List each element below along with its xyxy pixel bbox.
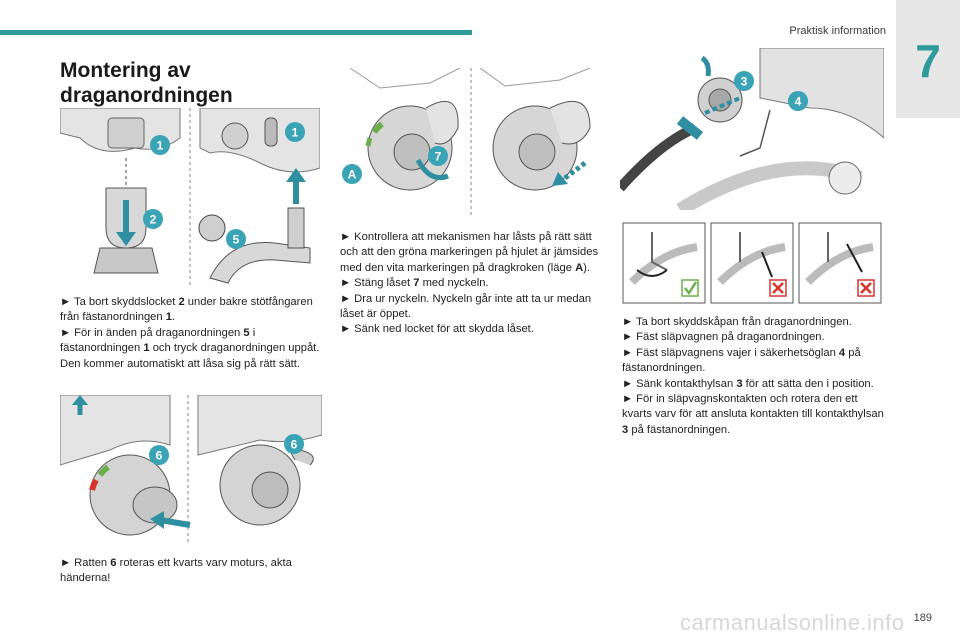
bold-reference: 1 bbox=[143, 342, 150, 355]
text-run: ► Ta bort skyddslocket bbox=[60, 296, 179, 308]
callout-badge-7: 7 bbox=[428, 146, 448, 166]
variant-wrong-2 bbox=[798, 222, 882, 304]
paragraph: ► Ratten 6 roteras ett kvarts varv motur… bbox=[60, 556, 322, 587]
text-run: och tryck draganordningen uppåt. Den kom… bbox=[60, 342, 320, 370]
text-run: ► För in änden på draganordningen bbox=[60, 326, 244, 339]
text-run: ► Ratten bbox=[60, 557, 111, 569]
text-run: . bbox=[171, 311, 176, 324]
paragraph: ► Sänk ned locket för att skydda låset. bbox=[340, 322, 602, 337]
figure-remove-cap-insert-hook bbox=[60, 108, 320, 288]
text-run: ► För in släpvagnskontakten och rotera d… bbox=[622, 393, 884, 421]
text-run: för att sätta den i position. bbox=[742, 377, 874, 390]
svg-text:2: 2 bbox=[150, 213, 157, 227]
text-run: ► Ta bort skyddskåpan från draganordning… bbox=[622, 316, 852, 328]
paragraph: ► Stäng låset 7 med nyckeln. bbox=[340, 276, 602, 291]
chapter-tab bbox=[896, 0, 960, 118]
bold-reference: 7 bbox=[413, 277, 420, 290]
paragraph: ► Kontrollera att mekanismen har låsts p… bbox=[340, 230, 602, 276]
svg-text:1: 1 bbox=[292, 126, 299, 140]
chapter-number: 7 bbox=[915, 35, 941, 87]
figure-lock-mechanism bbox=[340, 68, 602, 218]
text-run: i fästanordningen bbox=[60, 326, 256, 355]
svg-text:4: 4 bbox=[795, 95, 802, 109]
text-run: ). bbox=[583, 261, 591, 274]
bold-reference: 6 bbox=[110, 557, 117, 569]
bold-reference: 2 bbox=[178, 296, 185, 308]
bold-reference: 3 bbox=[736, 377, 743, 390]
text-run: ► Sänk ned locket för att skydda låset. bbox=[340, 323, 534, 336]
callout-badge-5: 5 bbox=[226, 229, 246, 249]
bold-reference: A bbox=[575, 261, 584, 274]
instructions-step-3: ► Kontrollera att mekanismen har låsts p… bbox=[340, 230, 602, 338]
bold-reference: 4 bbox=[838, 346, 846, 359]
text-run: under bakre stötfångaren från fästanordn… bbox=[60, 296, 313, 324]
instructions-step-2: ► Ratten 6 roteras ett kvarts varv motur… bbox=[60, 556, 322, 587]
svg-text:7: 7 bbox=[435, 150, 442, 164]
paragraph: ► Dra ur nyckeln. Nyckeln går inte att t… bbox=[340, 292, 602, 323]
text-run: ► Dra ur nyckeln. Nyckeln går inte att t… bbox=[340, 292, 592, 321]
callout-badge-6: 6 bbox=[149, 445, 169, 465]
callout-badge-A: A bbox=[342, 164, 362, 184]
figure-wire-attachment-variants bbox=[622, 222, 882, 304]
text-run: ► Stäng låset bbox=[340, 277, 414, 290]
paragraph: ► Ta bort skyddskåpan från draganordning… bbox=[622, 315, 886, 330]
callout-badge-3: 3 bbox=[734, 71, 754, 91]
paragraph: ► Fäst släpvagnen på draganordningen. bbox=[622, 330, 886, 345]
bold-reference: 1 bbox=[165, 311, 172, 324]
paragraph: ► För in änden på draganordningen 5 i fä… bbox=[60, 326, 322, 372]
instructions-step-4: ► Ta bort skyddskåpan från draganordning… bbox=[622, 315, 886, 438]
text-run: på fästanordningen. bbox=[628, 423, 731, 436]
svg-text:1: 1 bbox=[157, 139, 164, 153]
paragraph: ► För in släpvagnskontakten och rotera d… bbox=[622, 392, 886, 438]
variant-correct bbox=[622, 222, 706, 304]
text-run: roteras ett kvarts varv moturs, akta hän… bbox=[60, 557, 292, 585]
callout-badge-6-right: 6 bbox=[284, 434, 304, 454]
callout-badge-1-right: 1 bbox=[285, 122, 305, 142]
svg-text:3: 3 bbox=[741, 75, 748, 89]
bold-reference: 5 bbox=[243, 326, 250, 339]
text-run: ► Fäst släpvagnens vajer i säkerhetsögla… bbox=[622, 346, 839, 359]
callout-badge-2: 2 bbox=[143, 209, 163, 229]
instructions-step-1: ► Ta bort skyddslocket 2 under bakre stö… bbox=[60, 295, 322, 372]
section-title: Praktisk information bbox=[789, 25, 886, 37]
text-run: ► Sänk kontakthylsan bbox=[622, 377, 737, 390]
callout-badge-4: 4 bbox=[788, 91, 808, 111]
text-run: ► Kontrollera att mekanismen har låsts p… bbox=[340, 231, 599, 274]
page-heading: Montering av draganordningen bbox=[60, 59, 233, 107]
figure-rotate-knob bbox=[60, 395, 322, 545]
variant-wrong-1 bbox=[710, 222, 794, 304]
text-run: på fästanordningen. bbox=[622, 346, 861, 375]
text-run: med nyckeln. bbox=[419, 277, 489, 290]
watermark: carmanualsonline.info bbox=[680, 610, 905, 635]
svg-text:5: 5 bbox=[233, 233, 240, 247]
header-accent-bar bbox=[0, 30, 472, 35]
text-run: ► Fäst släpvagnen på draganordningen. bbox=[622, 331, 825, 344]
paragraph: ► Sänk kontakthylsan 3 för att sätta den… bbox=[622, 377, 886, 392]
svg-text:6: 6 bbox=[156, 449, 163, 463]
callout-badge-1: 1 bbox=[150, 135, 170, 155]
paragraph: ► Ta bort skyddslocket 2 under bakre stö… bbox=[60, 295, 322, 326]
svg-text:A: A bbox=[348, 168, 357, 182]
page-number: 189 bbox=[913, 612, 932, 624]
svg-text:6: 6 bbox=[291, 438, 298, 452]
paragraph: ► Fäst släpvagnens vajer i säkerhetsögla… bbox=[622, 346, 886, 377]
bold-reference: 3 bbox=[622, 423, 629, 436]
